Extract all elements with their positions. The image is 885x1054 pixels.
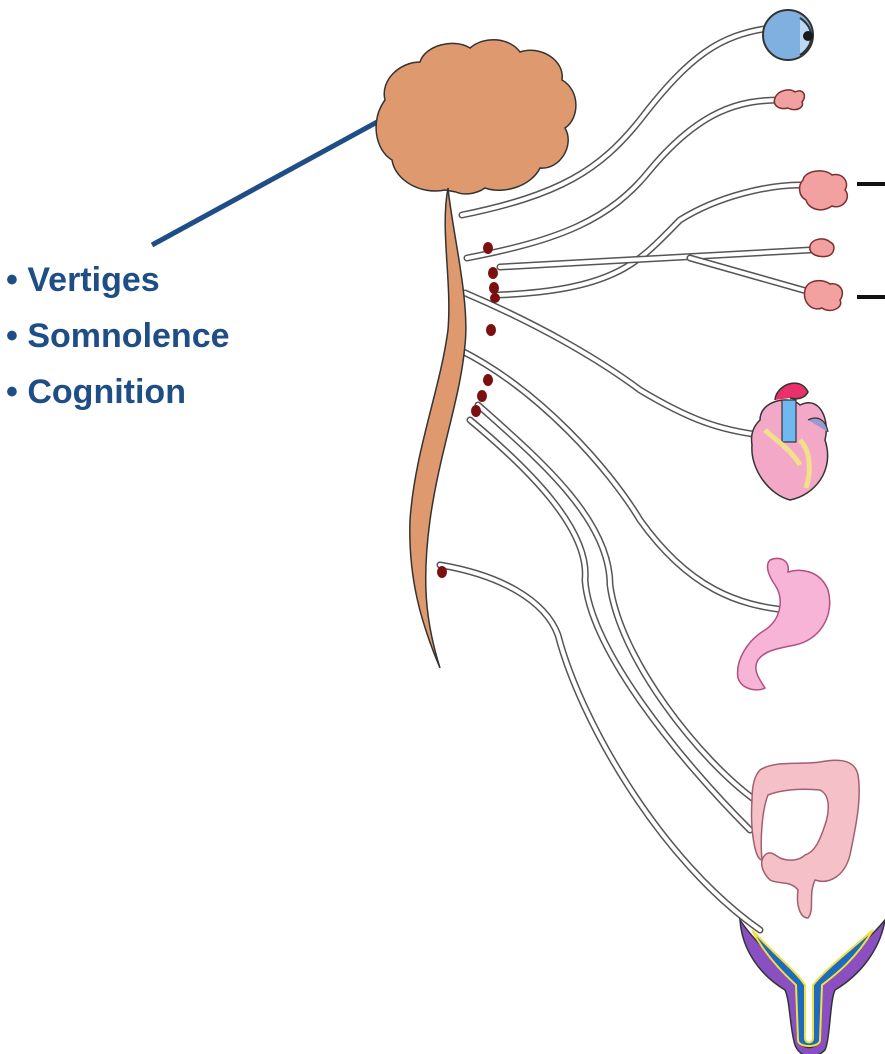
- symptom-label: Somnolence: [27, 317, 229, 355]
- salivary-gland-large-icon: [800, 171, 848, 210]
- symptom-item-vertiges: • Vertiges: [6, 252, 230, 308]
- bladder-icon: [740, 920, 885, 1054]
- symptom-label: Cognition: [27, 373, 186, 411]
- nerve-to-gland-small: [500, 250, 810, 267]
- ganglion: [489, 282, 499, 294]
- heart-icon: [752, 383, 828, 500]
- bullet-marker: •: [6, 317, 18, 355]
- symptom-label: Vertiges: [27, 261, 159, 299]
- ganglion: [477, 390, 487, 402]
- colon-icon: [752, 760, 860, 918]
- spinal-cord-shape: [410, 188, 466, 668]
- ganglion: [483, 374, 493, 386]
- salivary-gland-small-icon: [810, 239, 834, 257]
- symptom-item-cognition: • Cognition: [6, 364, 230, 420]
- ganglion: [483, 242, 493, 254]
- salivary-gland-lower-icon: [804, 281, 842, 311]
- symptom-item-somnolence: • Somnolence: [6, 308, 230, 364]
- brain-pointer-line: [152, 115, 390, 245]
- nerve-to-gland-lower: [690, 258, 810, 292]
- bullet-marker: •: [6, 261, 18, 299]
- eye-icon: [763, 10, 813, 60]
- nerve-to-heart: [465, 293, 760, 435]
- brain-shape: [376, 40, 576, 194]
- nerve-to-bladder: [440, 565, 760, 930]
- ganglion: [486, 324, 496, 336]
- ganglion: [490, 293, 500, 303]
- ganglion: [437, 566, 447, 578]
- stomach-icon: [738, 559, 830, 690]
- bullet-marker: •: [6, 373, 18, 411]
- symptom-list: • Vertiges • Somnolence • Cognition: [6, 252, 230, 420]
- ganglion: [488, 267, 498, 279]
- nerve-to-stomach: [460, 350, 785, 610]
- lacrimal-gland-icon: [774, 90, 804, 110]
- ganglion: [471, 405, 481, 417]
